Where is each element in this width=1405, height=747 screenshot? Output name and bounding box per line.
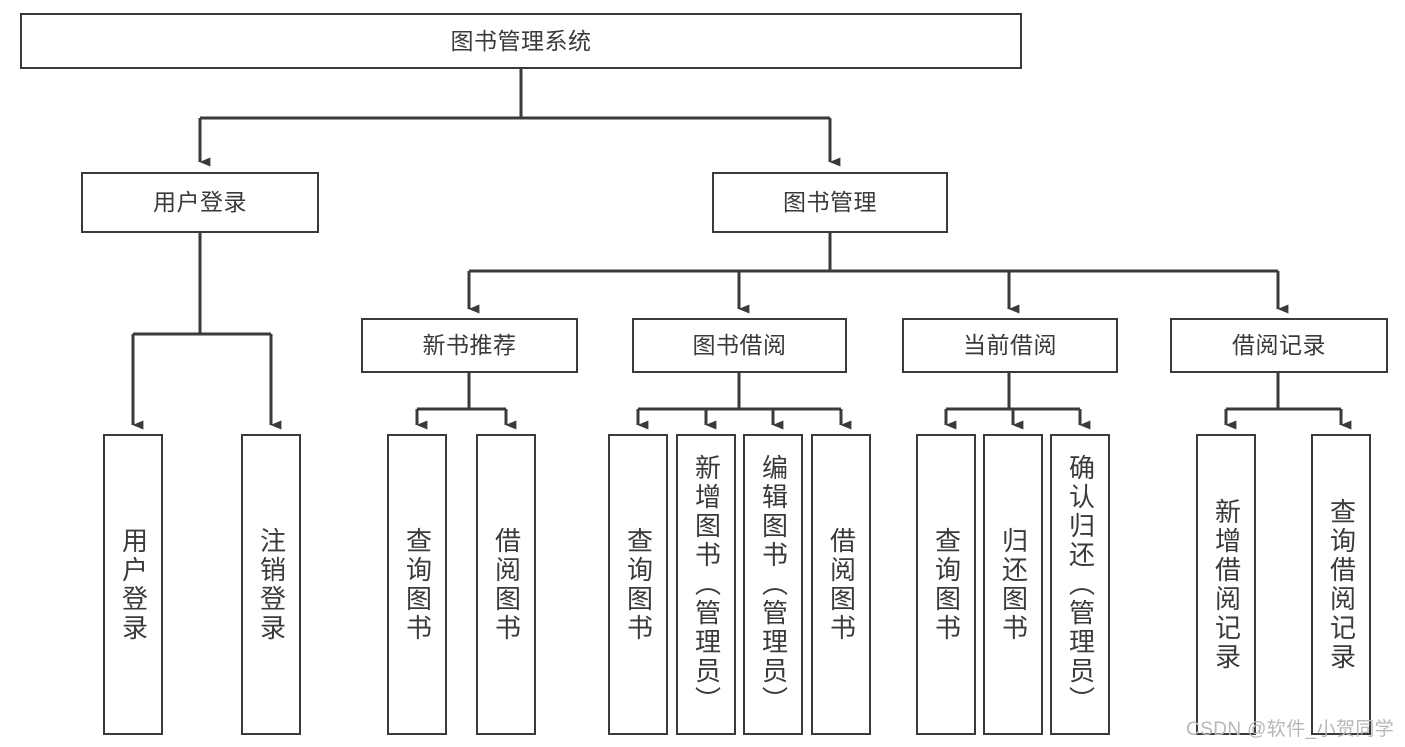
leaf-label: 查询借阅记录 (1326, 497, 1357, 672)
node-user-login[interactable]: 用户登录 (81, 172, 319, 233)
leaf-label: 注销登录 (256, 526, 287, 643)
node-root[interactable]: 图书管理系统 (20, 13, 1022, 69)
leaf-label: 查询图书 (931, 526, 962, 643)
node-new-book-recommend[interactable]: 新书推荐 (361, 318, 578, 373)
node-borrow-record-label: 借阅记录 (1232, 332, 1326, 359)
leaf-label: 借阅图书 (826, 526, 857, 643)
node-root-label: 图书管理系统 (450, 27, 592, 54)
leaf-label: 确认归还（管理员） (1065, 454, 1096, 715)
leaf-recommend-query-book[interactable]: 查询图书 (387, 434, 447, 735)
leaf-label: 借阅图书 (491, 526, 522, 643)
node-current-borrow[interactable]: 当前借阅 (902, 318, 1118, 373)
leaf-borrow-query-book[interactable]: 查询图书 (608, 434, 668, 735)
leaf-recommend-borrow-book[interactable]: 借阅图书 (476, 434, 536, 735)
leaf-user-login-logout[interactable]: 注销登录 (241, 434, 301, 735)
leaf-current-query-book[interactable]: 查询图书 (916, 434, 976, 735)
node-new-book-recommend-label: 新书推荐 (422, 332, 517, 359)
watermark: CSDN @软件_小贺同学 (1186, 719, 1395, 740)
leaf-label: 用户登录 (118, 526, 149, 643)
leaf-borrow-borrow-book[interactable]: 借阅图书 (811, 434, 871, 735)
node-book-borrow[interactable]: 图书借阅 (632, 318, 847, 373)
leaf-label: 查询图书 (623, 526, 654, 643)
leaf-label: 查询图书 (402, 526, 433, 643)
leaf-record-query-record[interactable]: 查询借阅记录 (1311, 434, 1371, 735)
node-book-management[interactable]: 图书管理 (712, 172, 948, 233)
leaf-user-login-login[interactable]: 用户登录 (103, 434, 163, 735)
leaf-label: 归还图书 (998, 526, 1029, 643)
node-book-management-label: 图书管理 (783, 189, 877, 216)
leaf-label: 编辑图书（管理员） (758, 454, 789, 715)
node-borrow-record[interactable]: 借阅记录 (1170, 318, 1388, 373)
leaf-record-add-record[interactable]: 新增借阅记录 (1196, 434, 1256, 735)
leaf-borrow-edit-book-admin[interactable]: 编辑图书（管理员） (743, 434, 803, 735)
leaf-borrow-add-book-admin[interactable]: 新增图书（管理员） (676, 434, 736, 735)
leaf-current-return-book[interactable]: 归还图书 (983, 434, 1043, 735)
node-book-borrow-label: 图书借阅 (692, 332, 787, 359)
node-current-borrow-label: 当前借阅 (963, 332, 1057, 359)
leaf-label: 新增图书（管理员） (691, 454, 722, 715)
leaf-label: 新增借阅记录 (1211, 497, 1242, 672)
node-user-login-label: 用户登录 (153, 189, 247, 216)
leaf-current-confirm-return-admin[interactable]: 确认归还（管理员） (1050, 434, 1110, 735)
